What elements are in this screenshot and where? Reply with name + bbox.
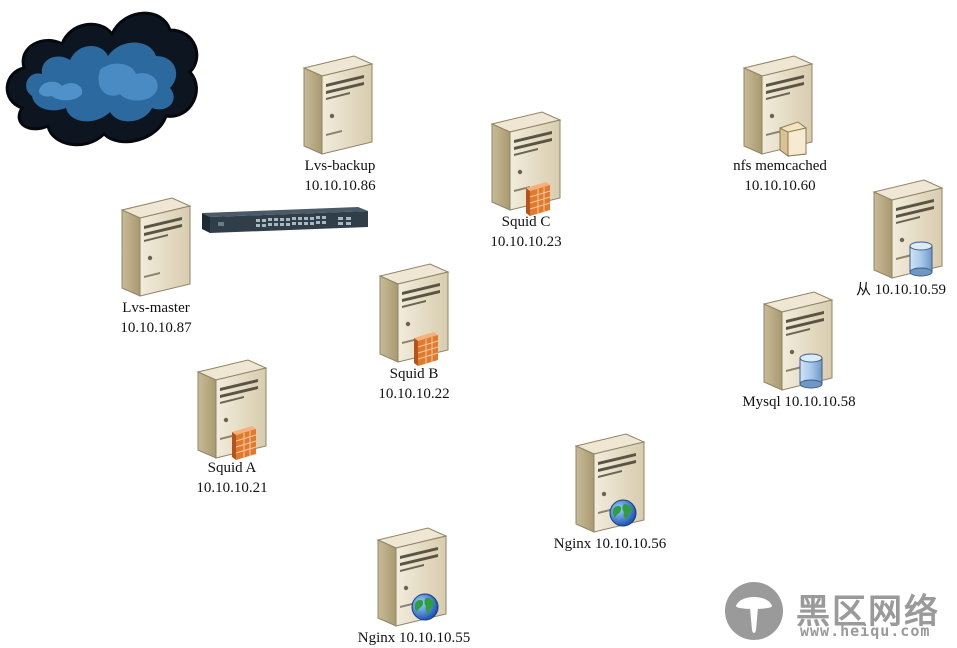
nfs-memcached-name: nfs memcached: [733, 158, 827, 174]
mysql-label: Mysql 10.10.10.58: [714, 392, 884, 412]
lvs-master-ip: 10.10.10.87: [120, 320, 192, 336]
squid-c-label: Squid C 10.10.10.23: [456, 212, 596, 252]
squid-b-name: Squid B: [389, 366, 439, 382]
lvs-master-name: Lvs-master: [122, 300, 190, 316]
squid-c-ip: 10.10.10.23: [490, 234, 562, 250]
nginx-56-server: [574, 433, 650, 539]
nginx-55-label: Nginx 10.10.10.55: [334, 628, 494, 648]
cloud-icon: [0, 0, 205, 165]
network-switch-icon: [198, 205, 370, 240]
mysql-slave-server: [872, 179, 948, 285]
squid-b-ip: 10.10.10.22: [378, 386, 450, 402]
lvs-backup-name: Lvs-backup: [304, 158, 376, 174]
squid-a-server: [196, 359, 272, 465]
firewall-icon: [526, 182, 551, 216]
watermark-logo-icon: [725, 582, 783, 640]
lvs-backup-label: Lvs-backup 10.10.10.86: [270, 156, 410, 196]
nginx-55-text: Nginx 10.10.10.55: [357, 630, 471, 646]
nginx-56-label: Nginx 10.10.10.56: [530, 534, 690, 554]
mysql-server: [762, 291, 838, 397]
server-tower-icon: [303, 55, 373, 155]
database-icon: [909, 241, 933, 277]
squid-c-server: [490, 111, 566, 217]
firewall-icon: [232, 426, 257, 460]
server-tower-icon: [121, 197, 191, 297]
watermark: 黑区网络 www.heiqu.com: [722, 580, 952, 644]
database-icon: [799, 353, 823, 389]
nginx-55-server: [376, 527, 452, 633]
firewall-icon: [414, 332, 439, 366]
mysql-slave-label: 从 10.10.10.59: [848, 280, 954, 300]
squid-a-ip: 10.10.10.21: [196, 480, 268, 496]
squid-b-label: Squid B 10.10.10.22: [344, 364, 484, 404]
watermark-text: 黑区网络: [796, 592, 940, 632]
squid-c-name: Squid C: [501, 214, 551, 230]
lvs-backup-ip: 10.10.10.86: [304, 178, 376, 194]
mysql-text: Mysql 10.10.10.58: [742, 394, 856, 410]
watermark-url: www.heiqu.com: [800, 622, 931, 640]
nginx-56-text: Nginx 10.10.10.56: [553, 536, 667, 552]
squid-a-label: Squid A 10.10.10.21: [162, 458, 302, 498]
squid-a-name: Squid A: [207, 460, 257, 476]
globe-icon: [609, 499, 637, 527]
globe-icon: [411, 593, 439, 621]
lvs-master-server: [120, 197, 196, 303]
lvs-master-label: Lvs-master 10.10.10.87: [86, 298, 226, 338]
mysql-slave-text: 从 10.10.10.59: [855, 282, 946, 298]
folder-icon: [779, 121, 807, 157]
nfs-memcached-ip: 10.10.10.60: [744, 178, 816, 194]
nfs-memcached-label: nfs memcached 10.10.10.60: [700, 156, 860, 196]
squid-b-server: [378, 263, 454, 369]
nfs-memcached-server: [742, 55, 818, 161]
lvs-backup-server: [302, 55, 378, 161]
